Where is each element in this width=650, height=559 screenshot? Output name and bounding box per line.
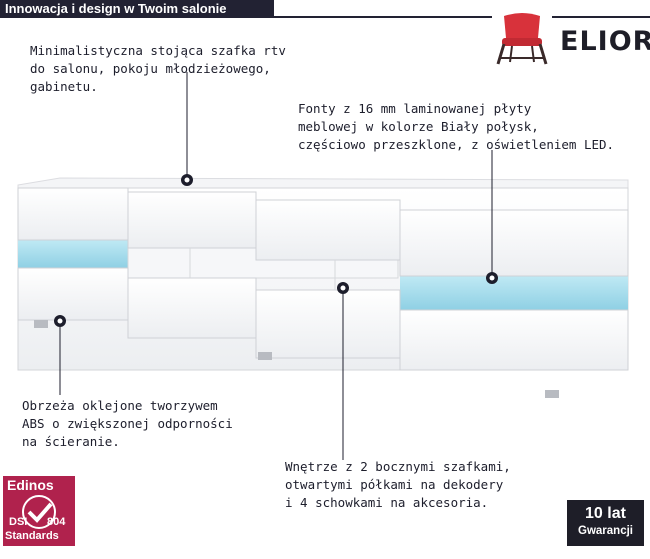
front-panel xyxy=(127,277,257,339)
badge-standards-label: Standards xyxy=(5,530,59,542)
warranty-badge: 10 lat Gwarancji xyxy=(567,500,644,546)
callout-top-right: Fonty z 16 mm laminowanej płyty meblowej… xyxy=(298,101,615,152)
brand-logo-text: ELIOR xyxy=(560,26,650,57)
front-panel xyxy=(127,191,257,249)
front-panel xyxy=(17,267,129,321)
checkmark-seal-icon xyxy=(22,495,56,529)
cabinet-leg xyxy=(34,320,48,328)
cabinet-leg xyxy=(258,352,272,360)
warranty-label: Gwarancji xyxy=(578,525,633,537)
header-tagline: Innowacja i design w Twoim salonie xyxy=(0,0,274,18)
warranty-years: 10 lat xyxy=(585,505,626,522)
header-divider xyxy=(270,16,650,18)
callout-bottom-right: Wnętrze z 2 bocznymi szafkami, otwartymi… xyxy=(285,459,511,510)
callout-top-left: Minimalistyczna stojąca szafka rtv do sa… xyxy=(30,43,286,94)
front-panel xyxy=(255,199,401,261)
front-panel xyxy=(399,209,629,277)
led-shelf-right xyxy=(400,276,628,310)
cabinet-leg xyxy=(545,390,559,398)
led-shelf-left xyxy=(18,240,128,268)
front-panel xyxy=(399,309,629,371)
front-panel xyxy=(17,187,129,241)
badge-edinos-name: Edinos xyxy=(7,477,54,493)
edinos-quality-badge: Edinos DSI 804 Standards xyxy=(3,476,75,546)
badge-dsi-label: DSI xyxy=(9,516,28,528)
front-panel xyxy=(255,289,401,359)
callout-bottom-left: Obrzeża oklejone tworzywem ABS o zwiększ… xyxy=(22,398,233,449)
red-chair-icon xyxy=(492,10,552,66)
badge-code-label: 804 xyxy=(47,516,66,528)
